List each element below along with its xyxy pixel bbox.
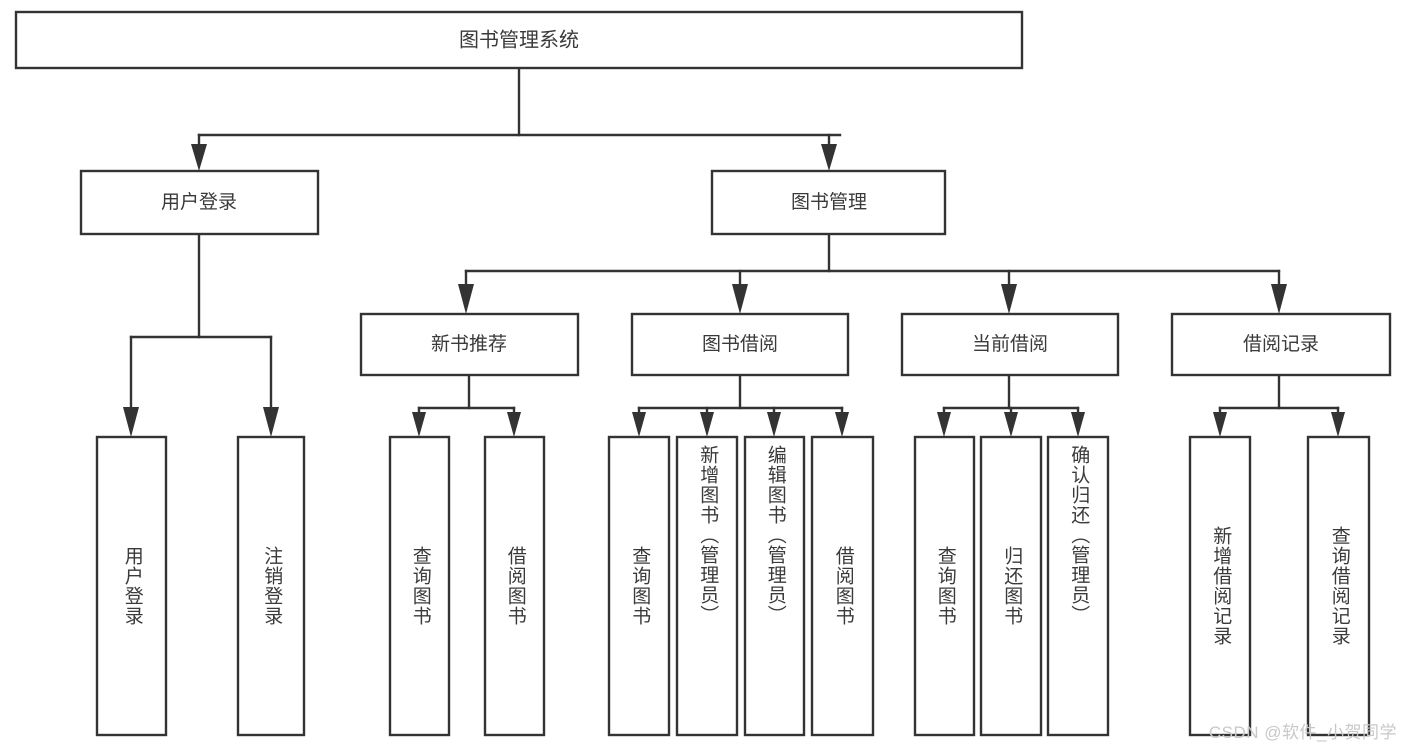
leaf-node-11[interactable]: [1188, 435, 1252, 737]
node-book-management-label: 图书管理: [791, 191, 867, 213]
leaf-node-7[interactable]: [810, 435, 875, 737]
connector-current-to-leaves: [937, 373, 1085, 437]
node-root-label: 图书管理系统: [459, 28, 579, 51]
leaf-node-4[interactable]: [607, 435, 671, 737]
connector-records-to-leaves: [1213, 373, 1345, 437]
node-book-management[interactable]: [710, 169, 947, 236]
connector-root-to-level2: [191, 66, 842, 171]
leaf-node-12[interactable]: [1306, 435, 1371, 737]
leaf-node-10[interactable]: [1046, 435, 1110, 737]
node-new-book-recommend-label: 新书推荐: [431, 333, 507, 355]
leaf-node-2[interactable]: [388, 435, 451, 737]
leaf-node-6[interactable]: [743, 435, 806, 737]
leaf-node-3[interactable]: [483, 435, 546, 737]
connector-login-to-leaves: [123, 232, 279, 437]
leaf-node-1[interactable]: [236, 435, 306, 737]
leaf-node-0[interactable]: [95, 435, 168, 737]
connector-borrow-to-leaves: [632, 373, 849, 437]
node-user-login-label: 用户登录: [161, 191, 237, 213]
leaf-node-5[interactable]: [675, 435, 739, 737]
leaf-node-9[interactable]: [979, 435, 1043, 737]
node-new-book-recommend[interactable]: [359, 312, 580, 377]
node-current-borrow[interactable]: [900, 312, 1120, 377]
node-book-borrow-label: 图书借阅: [702, 333, 778, 355]
node-user-login[interactable]: [79, 169, 320, 236]
node-root[interactable]: [14, 10, 1024, 70]
node-borrow-records[interactable]: [1170, 312, 1392, 377]
leaf-node-8[interactable]: [913, 435, 976, 737]
connector-newbooks-to-leaves: [412, 373, 521, 437]
node-borrow-records-label: 借阅记录: [1243, 333, 1319, 355]
watermark-text: CSDN @软件_小贺同学: [1208, 723, 1397, 742]
node-book-borrow[interactable]: [630, 312, 850, 377]
connector-books-to-level3: [458, 232, 1287, 314]
node-current-borrow-label: 当前借阅: [972, 333, 1048, 355]
